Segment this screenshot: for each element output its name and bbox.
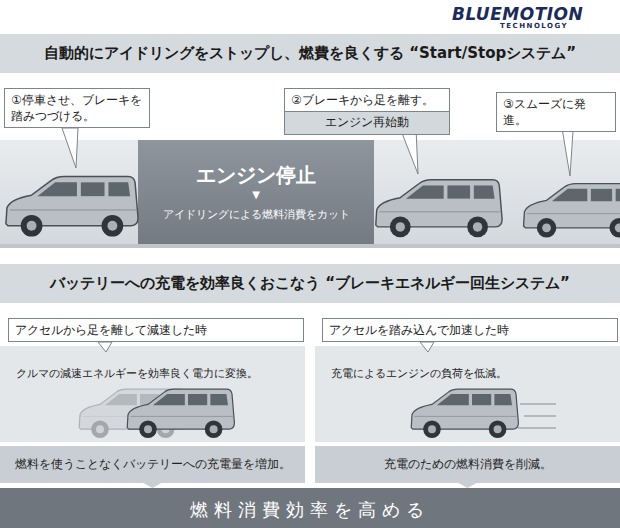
scene-panel: クルマの減速エネルギーを効率良く電力に変換。 (0, 346, 305, 442)
node-text: 充電によるエンジンの負荷を低減。 (331, 366, 604, 381)
logo-text: BLUEMOTION (452, 4, 583, 24)
node-text: ▼ (138, 188, 374, 202)
node-text: エンジン停止 (138, 162, 374, 188)
section-title-band: バッテリーへの充電を効率良くおこなう “ブレーキエネルギー回生システム” (0, 264, 620, 303)
node-text: 燃料消費効率を高める (4, 498, 616, 522)
node-text: バッテリーへの充電を効率良くおこなう “ブレーキエネルギー回生システム” (4, 274, 616, 293)
scene-panel: 充電によるエンジンの負荷を低減。 (315, 346, 620, 442)
node-text: ①停車させ、ブレーキを 踏みつづける。 (11, 92, 143, 124)
callout-box: ②ブレーキから足を離す。エンジン再始動 (284, 88, 450, 135)
node-text: ②ブレーキから足を離す。 (291, 92, 443, 108)
conclusion-bar: 燃料消費効率を高める (0, 488, 620, 528)
restart-box: エンジン再始動 (285, 111, 449, 134)
callout-box: アクセルを踏み込んで加速した時 (322, 318, 618, 342)
section-title-band: 自動的にアイドリングをストップし、燃費を良くする “Start/Stopシステム… (0, 34, 620, 73)
node-text: アクセルから足を離して減速した時 (15, 322, 297, 338)
engine-stop-panel: エンジン停止▼ アイドリングによる燃料消費をカット (138, 140, 374, 246)
node-text: アクセルを踏み込んで加速した時 (329, 322, 611, 338)
node-text: エンジン再始動 (289, 114, 445, 130)
node-text: アイドリングによる燃料消費をカット (138, 206, 374, 224)
node-text: 充電のための燃料消費を削減。 (319, 456, 616, 473)
logo-text: TECHNOLOGY (500, 22, 568, 30)
result-band: 燃料を使うことなくバッテリーへの充電量を増加。 (0, 446, 305, 483)
node-text: クルマの減速エネルギーを効率良く電力に変換。 (16, 366, 289, 381)
callout-box: ①停車させ、ブレーキを 踏みつづける。 (4, 88, 150, 128)
node-text: 自動的にアイドリングをストップし、燃費を良くする “Start/Stopシステム… (4, 44, 616, 63)
callout-box: アクセルから足を離して減速した時 (8, 318, 304, 342)
result-band: 充電のための燃料消費を削減。 (315, 446, 620, 483)
node-text: ③スムーズに発進。 (503, 96, 609, 128)
node-text: 燃料を使うことなくバッテリーへの充電量を増加。 (4, 456, 301, 473)
callout-box: ③スムーズに発進。 (496, 92, 616, 132)
